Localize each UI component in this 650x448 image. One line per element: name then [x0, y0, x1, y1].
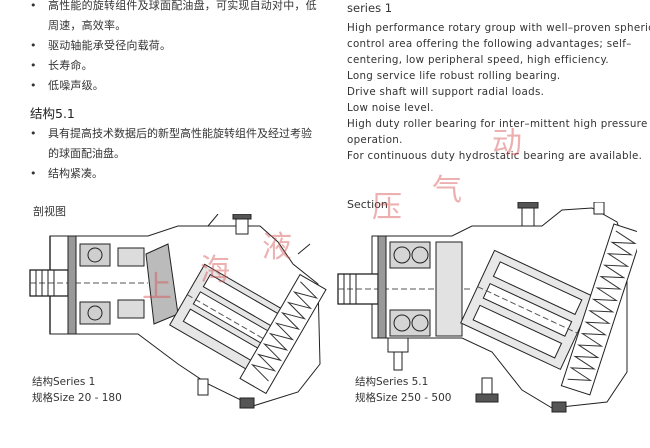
watermark-char: 液 — [262, 230, 292, 265]
caption-size: 规格Size 20 - 180 — [32, 392, 122, 404]
list-item: •高性能的旋转组件及球面配油盘，可实现自动对中，低 — [30, 0, 317, 12]
watermark-char: 海 — [200, 253, 230, 288]
watermark-char: 气 — [432, 173, 462, 208]
list-item: •长寿命。 — [30, 59, 93, 72]
drawing-caption-left: 结构Series 1 规格Size 20 - 180 — [32, 374, 122, 406]
watermark-char: 动 — [492, 126, 522, 161]
text-line: centering, low peripheral speed, high ef… — [347, 54, 609, 66]
caption-size: 规格Size 250 - 500 — [355, 392, 452, 404]
text-line: For continuous duty hydrostatic bearing … — [347, 150, 643, 162]
text-line: High duty roller bearing for inter–mitte… — [347, 118, 648, 130]
series-title-en: series 1 — [347, 1, 393, 15]
text-line: Low noise level. — [347, 102, 434, 114]
section-label-cn: 剖视图 — [33, 205, 66, 218]
list-item: 的球面配油盘。 — [48, 147, 125, 160]
text-line: Drive shaft will support radial loads. — [347, 86, 545, 98]
list-item: •低噪声级。 — [30, 79, 104, 92]
list-item: •驱动轴能承受径向载荷。 — [30, 39, 172, 52]
text-line: operation. — [347, 134, 403, 146]
description-en: High performance rotary group with well–… — [347, 20, 650, 164]
caption-series: 结构Series 5.1 — [355, 376, 429, 388]
pump-section-drawing-series-1 — [29, 214, 327, 409]
list-item: •结构紧凑。 — [30, 167, 103, 180]
list-item: 周速，高效率。 — [48, 19, 127, 32]
list-item: •具有提高技术数据后的新型高性能旋转组件及经过考验 — [30, 127, 312, 140]
feature-list-cn: •高性能的旋转组件及球面配油盘，可实现自动对中，低 周速，高效率。 •驱动轴能承… — [30, 0, 330, 96]
text-line: control area offering the following adva… — [347, 38, 632, 50]
section-label-en: Section — [347, 198, 388, 211]
drawing-caption-right: 结构Series 5.1 规格Size 250 - 500 — [355, 374, 451, 406]
text-line: High performance rotary group with well–… — [347, 22, 650, 34]
pump-section-drawing-series-5-1 — [337, 202, 637, 413]
series-heading-cn: 结构5.1 — [30, 106, 75, 121]
watermark-char: 上 — [142, 270, 172, 305]
text-line: Long service life robust rolling bearing… — [347, 70, 561, 82]
feature-list-cn-2: •具有提高技术数据后的新型高性能旋转组件及经过考验 的球面配油盘。 •结构紧凑。 — [30, 124, 330, 184]
caption-series: 结构Series 1 — [32, 376, 96, 388]
watermark-char: 压 — [372, 190, 402, 225]
